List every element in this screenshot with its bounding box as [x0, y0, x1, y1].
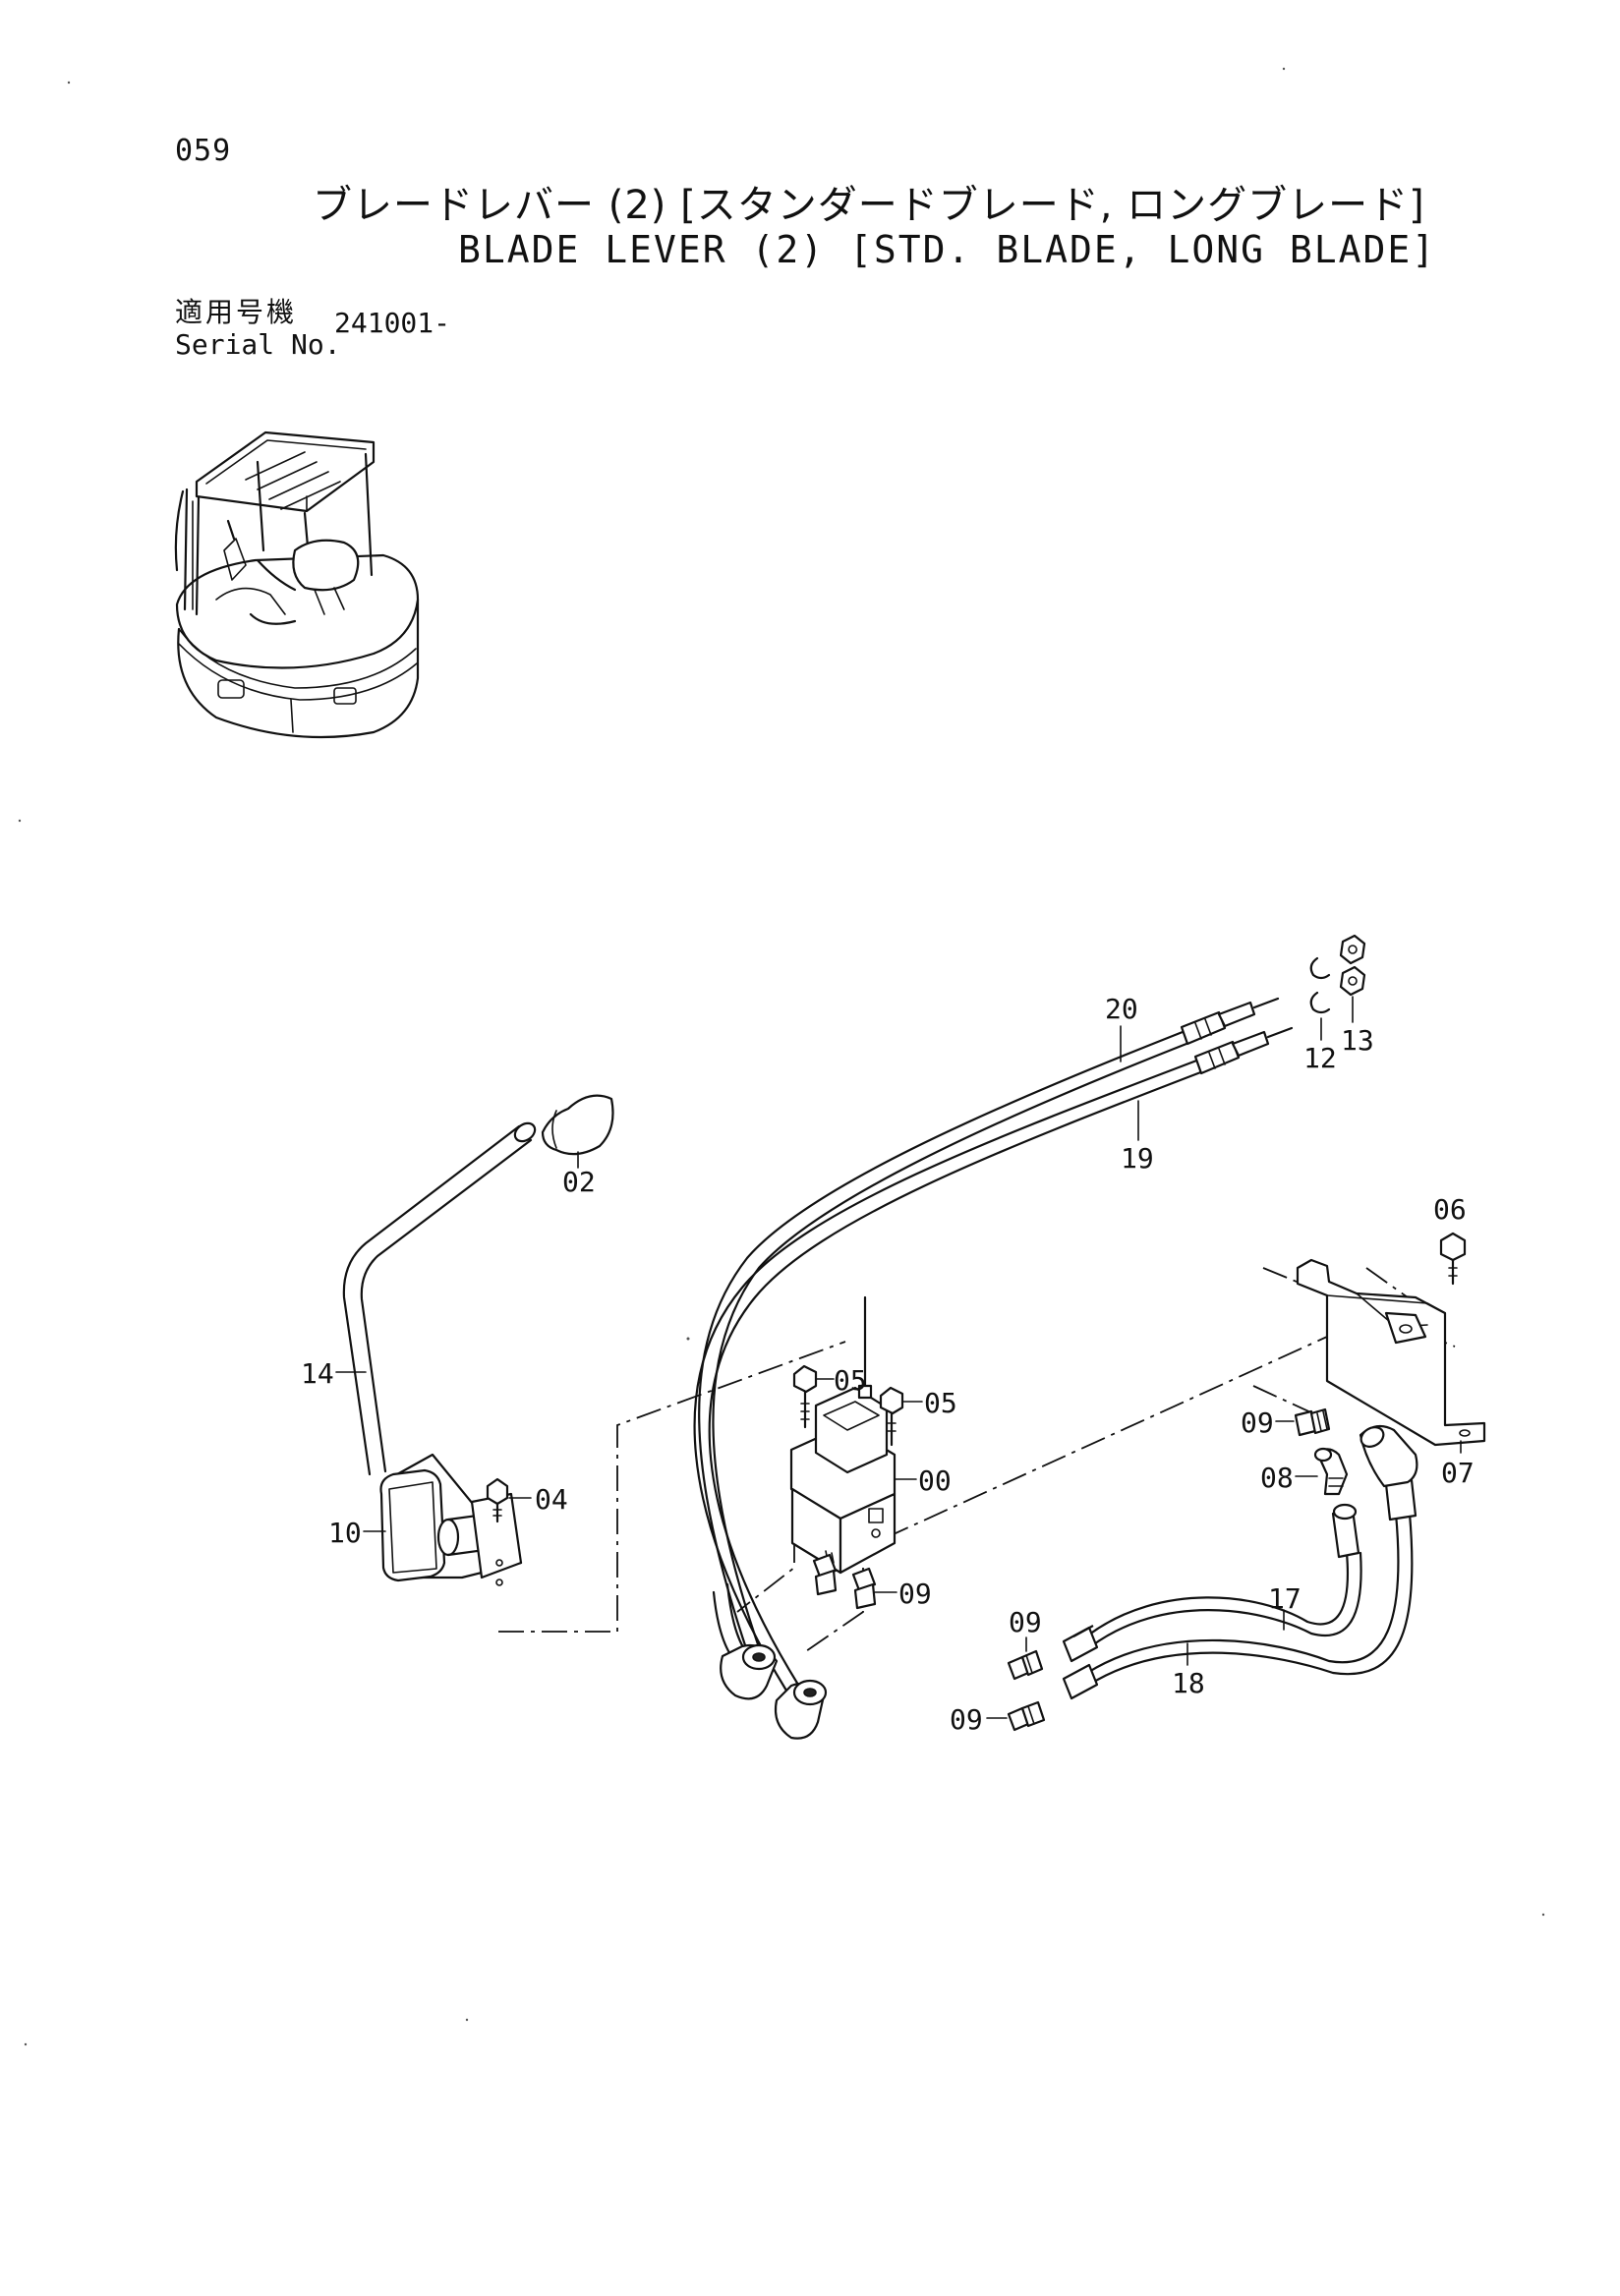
scan-specks [18, 67, 1545, 2046]
part-05-bolts [792, 1364, 904, 1447]
callouts: 02 14 10 04 05 05 00 09 20 19 12 13 0 [301, 993, 1475, 1736]
part-06-bolt [1439, 1232, 1467, 1286]
part-07-mounting-bracket [1296, 1258, 1486, 1447]
parts-17-18-hoses [1062, 1424, 1418, 1700]
parts-19-20-control-cables [693, 997, 1294, 1740]
part-10-plate-bracket [379, 1453, 523, 1586]
part-02-lever-knob [541, 1094, 614, 1156]
machine-overview-illustration [174, 430, 420, 739]
part-09-fittings-under-valve [812, 1553, 877, 1610]
parts-12-13-washers-nuts [1309, 934, 1366, 1014]
serial-label-japanese: 適用号機 [175, 296, 298, 328]
callout-05-left: 05 [834, 1364, 867, 1397]
callout-12: 12 [1303, 1042, 1337, 1074]
part-14-blade-lever [342, 1121, 537, 1476]
callout-02: 02 [562, 1166, 596, 1198]
callout-07: 07 [1441, 1457, 1475, 1489]
serial-number-value: 241001- [334, 307, 451, 339]
title-english: BLADE LEVER (2) [STD. BLADE, LONG BLADE] [458, 228, 1437, 271]
callout-18: 18 [1172, 1667, 1205, 1699]
callout-13: 13 [1341, 1024, 1374, 1057]
callout-09-right: 09 [1241, 1406, 1274, 1439]
callout-10: 10 [328, 1517, 362, 1549]
callout-09-loose-lower: 09 [950, 1703, 983, 1736]
callout-00: 00 [918, 1464, 952, 1497]
callout-06: 06 [1433, 1193, 1467, 1226]
page-number: 059 [175, 134, 232, 168]
assembly-dashed-lines [498, 1267, 1456, 1652]
callout-09-valve: 09 [898, 1578, 932, 1610]
part-08-elbow-fitting [1313, 1447, 1349, 1496]
title-japanese: ブレードレバー (2) [スタンダードブレード, ロングブレード] [313, 183, 1425, 228]
callout-05-right: 05 [924, 1387, 957, 1419]
callout-04: 04 [535, 1483, 568, 1516]
callout-09-loose-upper: 09 [1009, 1606, 1042, 1638]
callout-08: 08 [1260, 1462, 1294, 1494]
callout-19: 19 [1121, 1142, 1154, 1175]
serial-label-english: Serial No. [175, 328, 341, 361]
callout-14: 14 [301, 1357, 334, 1390]
callout-20: 20 [1105, 993, 1138, 1025]
callout-17: 17 [1268, 1582, 1302, 1615]
part-04-bolt [486, 1477, 509, 1523]
part-09-loose-fittings [1007, 1407, 1331, 1732]
part-00-pilot-valve [789, 1295, 897, 1575]
